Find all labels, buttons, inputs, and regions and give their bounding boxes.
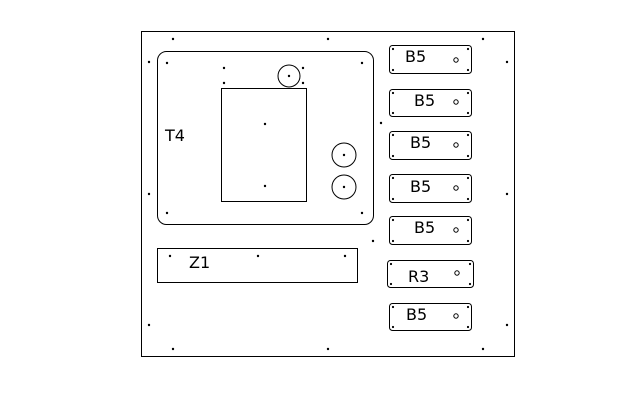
component-b5-5: B5	[389, 216, 472, 245]
outer-plate	[141, 31, 515, 357]
inner-cutout	[221, 88, 307, 202]
component-b5-3: B5	[389, 131, 472, 160]
plate-mounting-holes	[147, 37, 509, 351]
component-label: R3	[408, 267, 429, 286]
component-r3: R3	[387, 260, 474, 288]
component-b5-2: B5	[389, 89, 472, 117]
bar-z1: Z1	[157, 248, 358, 283]
component-label: B5	[406, 305, 427, 324]
component-b5-6: B5	[389, 303, 472, 331]
panel-t4-label: T4	[164, 126, 185, 145]
round-component-bottom	[331, 174, 357, 200]
component-b5-4: B5	[389, 174, 472, 203]
round-component-top	[277, 64, 301, 88]
component-label: B5	[414, 218, 435, 237]
component-b5-1: B5	[389, 45, 472, 74]
component-label: B5	[410, 177, 431, 196]
component-label: B5	[414, 91, 435, 110]
component-label: B5	[405, 47, 426, 66]
round-component-middle	[331, 142, 357, 168]
bar-z1-label: Z1	[189, 253, 210, 272]
component-label: B5	[410, 133, 431, 152]
panel-t4: T4	[157, 51, 374, 225]
